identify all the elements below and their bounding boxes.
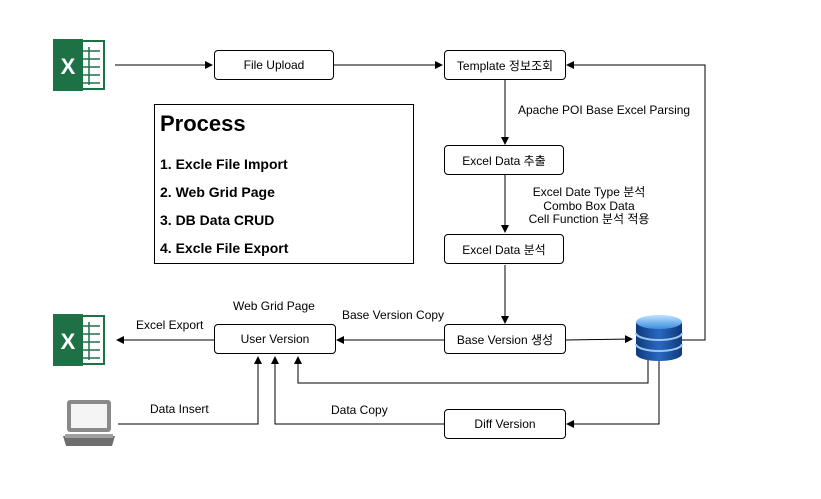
- file-upload-node[interactable]: File Upload: [214, 50, 334, 80]
- edge-db-to-diff: [566, 360, 660, 428]
- analysis-label-1: Excel Date Type 분석: [532, 185, 646, 199]
- edge-base-to-db: [565, 335, 633, 344]
- template-node[interactable]: Template 정보조회: [444, 50, 566, 80]
- database-icon: [635, 315, 683, 361]
- base-version-node[interactable]: Base Version 생성: [444, 324, 566, 354]
- data-copy-label: Data Copy: [331, 403, 388, 417]
- laptop-icon: [63, 400, 115, 446]
- edge-db-to-template: [566, 61, 706, 341]
- base-copy-label: Base Version Copy: [342, 308, 445, 322]
- process-item: 3. DB Data CRUD: [160, 212, 275, 228]
- process-title: Process: [160, 111, 246, 136]
- excel-icon: X: [53, 39, 105, 91]
- process-item: 2. Web Grid Page: [160, 184, 275, 200]
- excel-export-label: Excel Export: [136, 318, 204, 332]
- excel-analyze-node[interactable]: Excel Data 분석: [444, 234, 564, 264]
- process-legend: Process 1. Excle File Import 2. Web Grid…: [154, 104, 414, 264]
- poi-parsing-label: Apache POI Base Excel Parsing: [518, 103, 691, 117]
- diff-version-node[interactable]: Diff Version: [444, 409, 566, 439]
- analysis-label-3: Cell Function 분석 적용: [528, 212, 650, 226]
- analysis-label-2: Combo Box Data: [543, 199, 635, 213]
- process-item: 4. Excle File Export: [160, 240, 289, 256]
- svg-text:X: X: [61, 329, 76, 354]
- edge-db-to-user: [294, 356, 649, 384]
- excel-extract-node[interactable]: Excel Data 추출: [444, 145, 564, 175]
- user-version-node[interactable]: User Version: [214, 324, 336, 354]
- svg-text:X: X: [61, 54, 76, 79]
- process-item: 1. Excle File Import: [160, 156, 288, 172]
- edge-diff-to-user: [271, 356, 444, 425]
- data-insert-label: Data Insert: [150, 402, 209, 416]
- edge-laptop-to-user: [118, 356, 262, 425]
- excel-icon: X: [53, 314, 105, 366]
- web-grid-label: Web Grid Page: [233, 299, 315, 313]
